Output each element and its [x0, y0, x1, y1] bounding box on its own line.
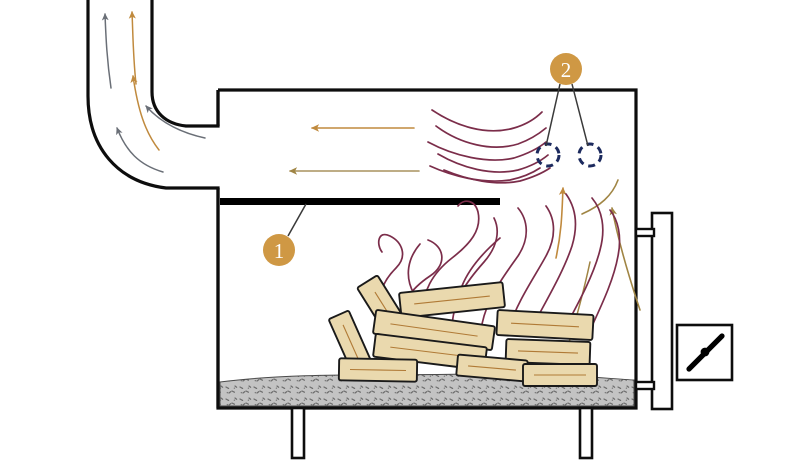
- secondary-air-arrow-wall: [581, 179, 619, 215]
- pipe-arrow-tan-2: [130, 75, 160, 151]
- leg-right: [578, 406, 594, 460]
- callout-2-leader-right: [571, 83, 589, 147]
- secondary-air-arrow-right: [609, 206, 641, 311]
- pipe-arrow-gray-1: [101, 13, 112, 89]
- smoke-streamers: [427, 109, 551, 184]
- callout-1-leader: [287, 203, 307, 237]
- log-item: [504, 338, 592, 366]
- flue-pipe: [86, 0, 220, 190]
- side-door-assembly[interactable]: [634, 211, 734, 411]
- side-door-panel: [650, 211, 674, 411]
- callout-2-leader-left: [545, 83, 561, 147]
- callout-1-circle: [263, 234, 295, 266]
- door-hinge-top: [634, 227, 656, 238]
- log-item: [522, 363, 598, 387]
- stove-body: [216, 88, 638, 410]
- log-item: [337, 357, 419, 383]
- pipe-arrow-gray-2: [145, 105, 206, 139]
- baffle-plate: [220, 198, 500, 205]
- air-damper-handle-icon[interactable]: [686, 333, 725, 372]
- leg-left: [290, 406, 306, 460]
- stove-legs: [290, 406, 594, 460]
- callout-1[interactable]: 1: [263, 203, 307, 266]
- pipe-arrow-gray-3: [116, 127, 164, 173]
- log-item: [495, 309, 595, 341]
- pipe-arrow-tan-1: [128, 11, 137, 85]
- callout-2[interactable]: 2: [545, 53, 589, 147]
- log-item: [398, 281, 506, 319]
- secondary-air-arrow-left: [555, 186, 567, 259]
- secondary-air-nozzle-right: [577, 142, 603, 168]
- log-pile: [328, 274, 598, 387]
- secondary-air-nozzle-left: [535, 142, 561, 168]
- pipe-flow-arrows: [101, 11, 206, 173]
- secondary-air-nozzles: [535, 142, 603, 168]
- door-hinge-bottom: [634, 380, 656, 391]
- upper-chamber-flow-arrows: [288, 124, 420, 175]
- callout-2-circle: [550, 53, 582, 85]
